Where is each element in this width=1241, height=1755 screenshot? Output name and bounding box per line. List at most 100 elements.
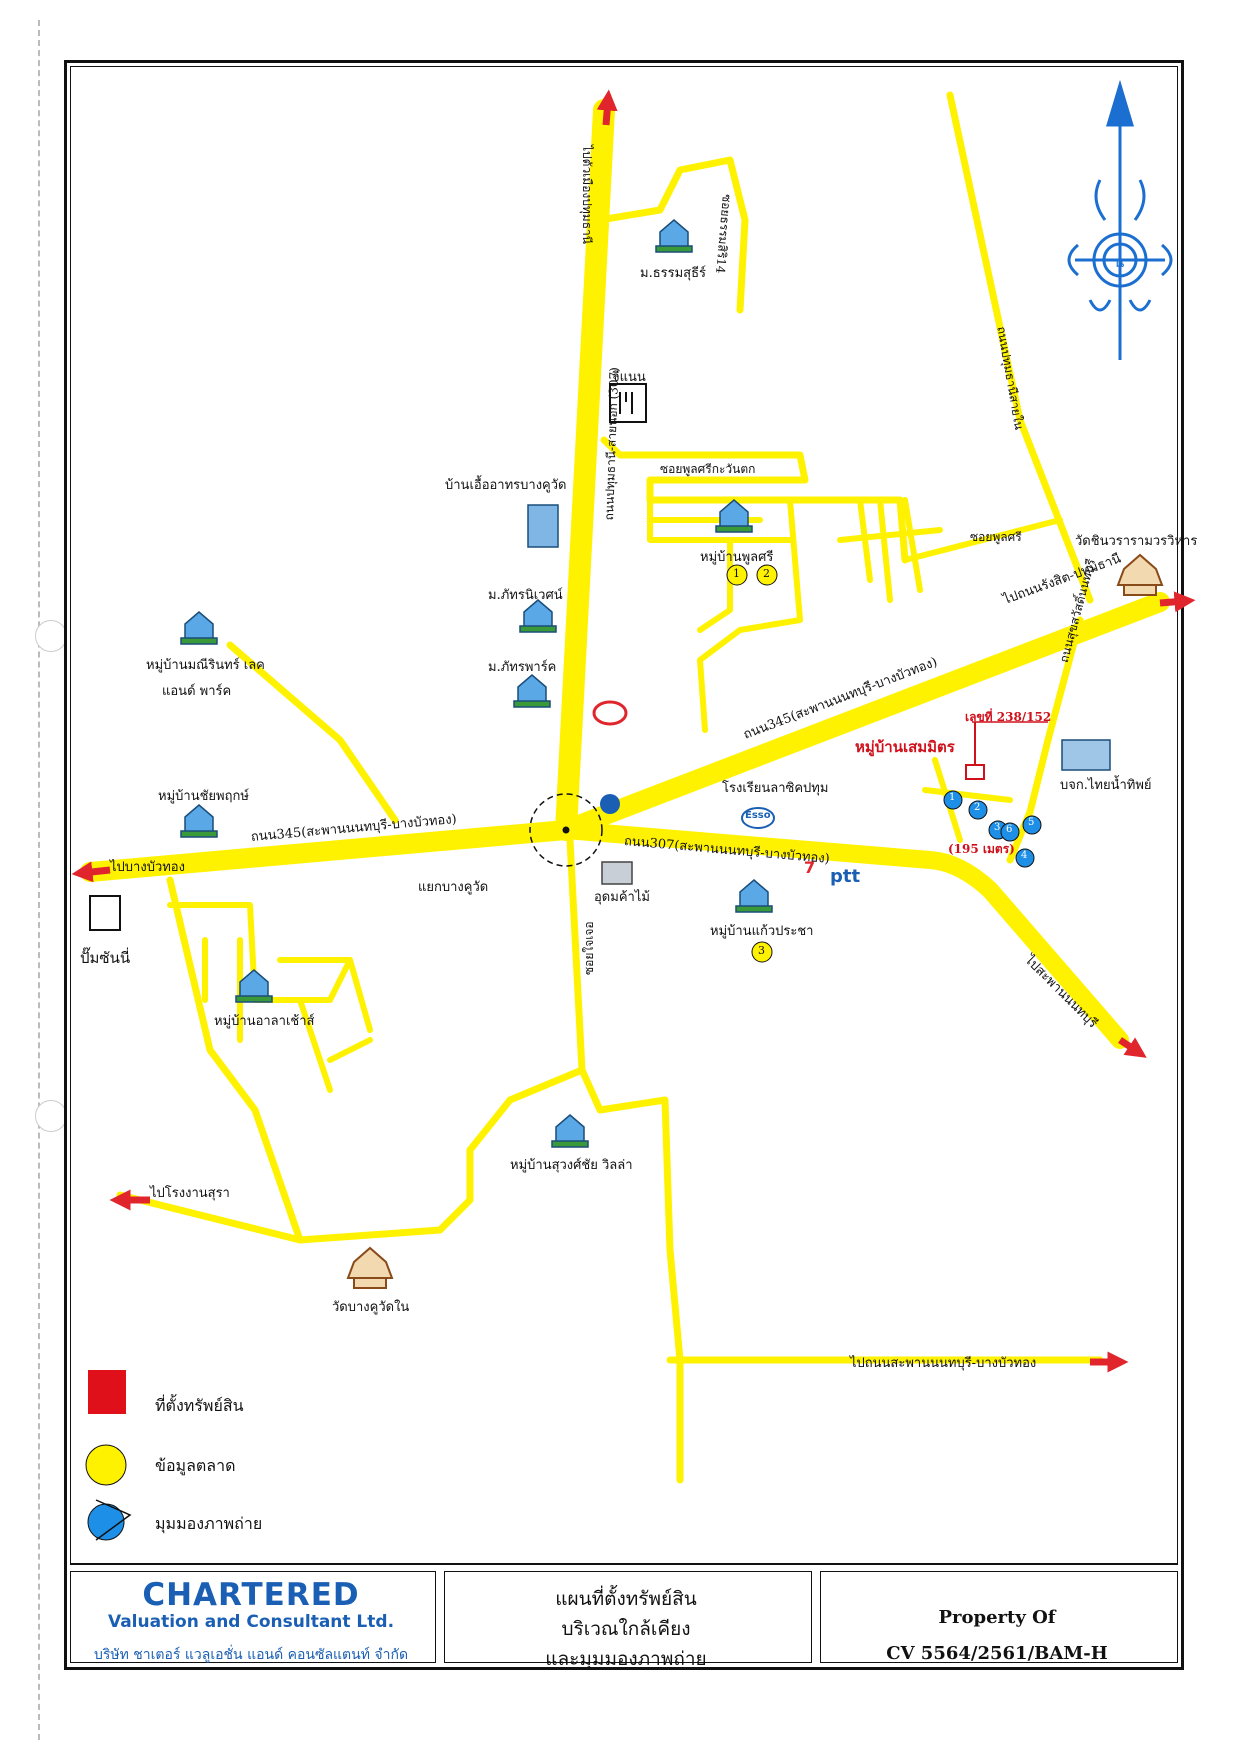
- place-label-phuttasri-village: หมู่บ้านพูลศรี: [700, 550, 774, 565]
- footer-separator: [70, 1564, 1178, 1565]
- house-icon: [180, 804, 218, 838]
- market-point-label: 2: [763, 567, 770, 580]
- road-mani: [226, 641, 399, 824]
- map-title-line-1: แผนที่ตั้งทรัพย์สิน: [555, 1588, 697, 1610]
- seven-eleven-label: 7: [804, 858, 816, 877]
- road-thammasiri: [596, 156, 749, 314]
- house-icon: [519, 599, 557, 633]
- legend-view: มุมมองภาพถ่าย: [155, 1514, 263, 1533]
- place-label-suangchai: หมู่บ้านสุวงศ์ชัย วิลล่า: [510, 1158, 633, 1173]
- road-label-soi-phuttasri-west: ซอยพูลศรีกะวันตก: [660, 462, 756, 476]
- property-of-label: Property Of: [938, 1607, 1056, 1628]
- place-label-chinen: จีแนน: [612, 370, 646, 385]
- legend-market: ข้อมูลตลาด: [155, 1456, 236, 1475]
- place-label-nalasa: หมู่บ้านอาลาเช้าส์: [214, 1014, 315, 1029]
- market-point-label: 1: [733, 567, 740, 580]
- road-network: [80, 91, 1170, 1484]
- house-icon: [180, 611, 218, 645]
- restaurant-icon: [609, 383, 647, 423]
- road-label-to-bangbuathong: ไปบางบัวทอง: [110, 860, 185, 875]
- arrow-west: [71, 861, 111, 883]
- reference-number: CV 5564/2561/BAM-H: [886, 1643, 1108, 1664]
- market-points: [726, 564, 778, 963]
- binder-hole: [35, 620, 67, 652]
- legend-property: ที่ตั้งทรัพย์สิน: [155, 1396, 244, 1415]
- place-label-samomit: หมู่บ้านเสมมิตร: [855, 738, 955, 756]
- house-icon: [715, 499, 753, 533]
- toyota-icon: [592, 700, 628, 726]
- map-title-line-3: และมุมมองภาพถ่าย: [545, 1648, 707, 1670]
- factory-icon: [1061, 739, 1111, 771]
- house-icon: [735, 879, 773, 913]
- esso-icon: [741, 807, 775, 829]
- road-hwy345-east: [556, 592, 1170, 840]
- place-label-kraeng: หมู่บ้านแก้วประชา: [710, 924, 814, 939]
- market-point-label: 3: [758, 944, 765, 957]
- road-phuttasri-4: [837, 497, 1063, 603]
- compass: [1067, 79, 1173, 360]
- road-hwy307-north: [555, 99, 615, 841]
- texaco-icon: [600, 794, 620, 814]
- village-icons: [180, 219, 773, 1148]
- temple-icons: [346, 553, 1164, 1289]
- binder-hole: [35, 1100, 67, 1132]
- house-icon: [235, 969, 273, 1003]
- map-title-line-2: บริเวณใกล้เคียง: [561, 1618, 691, 1640]
- road-wat-rangsit: [946, 91, 1094, 604]
- company-subtitle: Valuation and Consultant Ltd.: [107, 1612, 395, 1632]
- place-label-wat-chinwararam: วัดชินวรารามวรวิหาร: [1075, 534, 1198, 549]
- company-logo: CHARTERED Valuation and Consultant Ltd. …: [72, 1577, 430, 1663]
- view-point-label: 5: [1028, 817, 1035, 828]
- road-soi-east: [1006, 616, 1084, 864]
- company-name: CHARTERED: [142, 1577, 360, 1613]
- place-label-pattara-niwet: ม.ภัทรนิเวศน์: [488, 588, 563, 603]
- property-land-number: เลขที่ 238/152: [965, 710, 1052, 724]
- map-frame: [70, 66, 1178, 1564]
- title-box: [444, 1571, 812, 1663]
- view-point-label: 3: [994, 822, 1001, 833]
- view-point-label: 2: [974, 802, 981, 813]
- property-distance: (195 เมตร): [948, 842, 1015, 856]
- arrow-southeast: [1118, 1037, 1147, 1058]
- road-label-soi-phuttasri: ซอยพูลศรี: [970, 530, 1022, 544]
- place-label-mani-rin-2: แอนด์ พาร์ค: [162, 684, 232, 699]
- view-point-label: 6: [1006, 824, 1013, 835]
- place-label-chaiyapruek: หมู่บ้านชัยพฤกษ์: [158, 789, 249, 804]
- building-icon: [527, 504, 559, 548]
- building-icons: [89, 383, 1111, 931]
- warehouse-icon: [601, 861, 633, 885]
- road-label-north: ไปตัวเมืองปทุมธานี: [580, 145, 594, 244]
- fork-knife-icon: [619, 392, 633, 414]
- property-reference: Property Of CV 5564/2561/BAM-H: [822, 1600, 1172, 1672]
- road-phuttasri-3: [697, 497, 803, 733]
- property-box: [820, 1571, 1178, 1663]
- map-title: แผนที่ตั้งทรัพย์สิน บริเวณใกล้เคียง และม…: [446, 1584, 806, 1674]
- house-icon: [655, 219, 693, 253]
- road-label-soi-south: ซอยใจเจอ: [582, 921, 596, 975]
- arrow-north: [596, 89, 618, 126]
- place-label-mani-rin: หมู่บ้านมณีรินทร์ เลค: [146, 658, 265, 673]
- view-points: [943, 790, 1042, 868]
- place-label-wat-bangkuwat: วัดบางคูวัดใน: [332, 1300, 410, 1315]
- view-point-label: 1: [949, 792, 956, 803]
- road-label-to-road-bottom: ไปถนนสะพานนนทบุรี-บางบัวทอง: [850, 1356, 1037, 1371]
- place-label-intersection: แยกบางคูวัด: [418, 880, 489, 895]
- place-label-pattara-park: ม.ภัทรพาร์ค: [488, 660, 557, 675]
- place-label-thai-namthip: บจก.ไทยน้ำทิพย์: [1060, 778, 1152, 793]
- place-label-school: โรงเรียนลาซิคปทุม: [722, 781, 829, 796]
- compass-north-letter: น: [1114, 253, 1125, 271]
- road-hwy307-east: [557, 821, 1129, 1049]
- road-south-west: [166, 876, 304, 1244]
- intersection-marker: [529, 793, 603, 867]
- company-box: [70, 1571, 436, 1663]
- view-point-label: 4: [1021, 850, 1028, 861]
- road-phuttasri-5: [697, 537, 733, 633]
- company-thai-name: บริษัท ชาเตอร์ แวลูเอชั่น แอนด์ คอนซัลแต…: [93, 1647, 409, 1663]
- road-arrows: [71, 89, 1196, 1373]
- temple-icon: [1116, 553, 1164, 596]
- arrow-east: [1159, 591, 1196, 613]
- property-marker: [965, 721, 1048, 780]
- place-label-food-building: บ้านเอื้ออาทรบางคูวัด: [445, 478, 567, 493]
- gas-station-icon: [89, 895, 121, 931]
